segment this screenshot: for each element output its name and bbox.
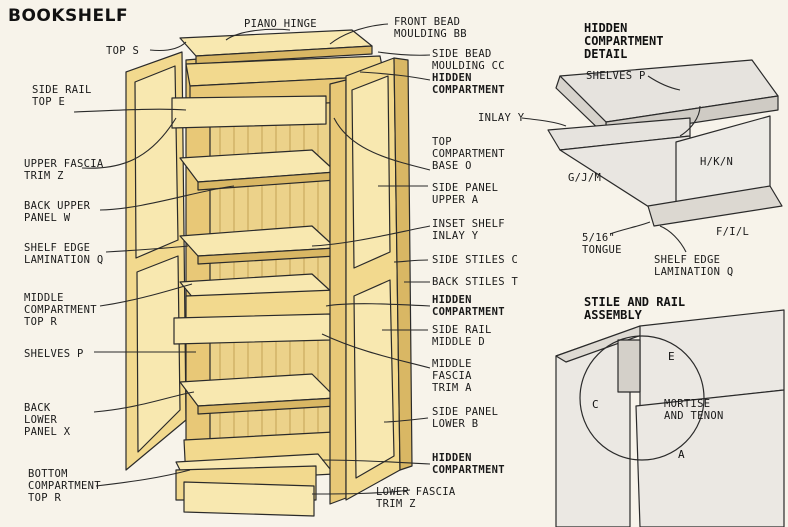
label-back-lower-panel: BACK LOWER PANEL X [24, 402, 71, 438]
assembly-label-c: C [592, 398, 599, 411]
label-hidden-compartment-1: HIDDEN COMPARTMENT [432, 72, 505, 96]
upper-fascia [171, 95, 327, 129]
detail-callout-circle [579, 335, 705, 461]
detail-label-shelf-edge: SHELF EDGE LAMINATION Q [654, 254, 734, 278]
detail-title: HIDDEN COMPARTMENT DETAIL [584, 21, 664, 61]
assembly-label-a: A [678, 448, 685, 461]
detail-label-fil: F/I/L [716, 226, 750, 238]
label-middle-fascia-trim: MIDDLE FASCIA TRIM A [432, 358, 472, 394]
middle-fascia [173, 313, 331, 345]
label-back-stiles: BACK STILES T [432, 276, 519, 288]
label-shelf-edge-lamination: SHELF EDGE LAMINATION Q [24, 242, 104, 266]
detail-label-gjm: G/J/M [568, 172, 602, 184]
assembly-label-mortise-tenon: MORTISE AND TENON [664, 398, 724, 422]
detail-label-hkn: H/K/N [700, 156, 734, 168]
label-hidden-compartment-3: HIDDEN COMPARTMENT [432, 452, 505, 476]
label-piano-hinge: PIANO HINGE [244, 18, 317, 30]
label-lower-fascia-trim: LOWER FASCIA TRIM Z [376, 486, 456, 510]
label-side-rail-middle: SIDE RAIL MIDDLE D [432, 324, 492, 348]
label-middle-compartment-top: MIDDLE COMPARTMENT TOP R [24, 292, 97, 328]
label-back-upper-panel: BACK UPPER PANEL W [24, 200, 91, 224]
label-side-panel-upper: SIDE PANEL UPPER A [432, 182, 499, 206]
label-side-panel-lower: SIDE PANEL LOWER B [432, 406, 499, 430]
label-side-rail-top: SIDE RAIL TOP E [32, 84, 92, 108]
label-front-bead: FRONT BEAD MOULDING BB [394, 16, 467, 40]
label-side-bead: SIDE BEAD MOULDING CC [432, 48, 505, 72]
right-front-stile [329, 79, 347, 505]
detail-label-tongue: 5/16" TONGUE [582, 232, 622, 256]
label-inset-shelf-inlay: INSET SHELF INLAY Y [432, 218, 505, 242]
label-bottom-compartment-top: BOTTOM COMPARTMENT TOP R [28, 468, 101, 504]
detail-label-shelves: SHELVES P [586, 70, 646, 82]
assembly-title: STILE AND RAIL ASSEMBLY [584, 295, 686, 322]
label-shelves: SHELVES P [24, 348, 84, 360]
detail-label-inlay: INLAY Y [478, 112, 525, 124]
diagram-title: BOOKSHELF [8, 6, 129, 26]
rail-e [639, 309, 785, 407]
lower-fascia [183, 481, 315, 517]
label-hidden-compartment-2: HIDDEN COMPARTMENT [432, 294, 505, 318]
label-top-compartment-base: TOP COMPARTMENT BASE O [432, 136, 505, 172]
label-side-stiles: SIDE STILES C [432, 254, 519, 266]
assembly-label-e: E [668, 350, 675, 363]
label-top-s: TOP S [106, 45, 140, 57]
label-upper-fascia: UPPER FASCIA TRIM Z [24, 158, 104, 182]
